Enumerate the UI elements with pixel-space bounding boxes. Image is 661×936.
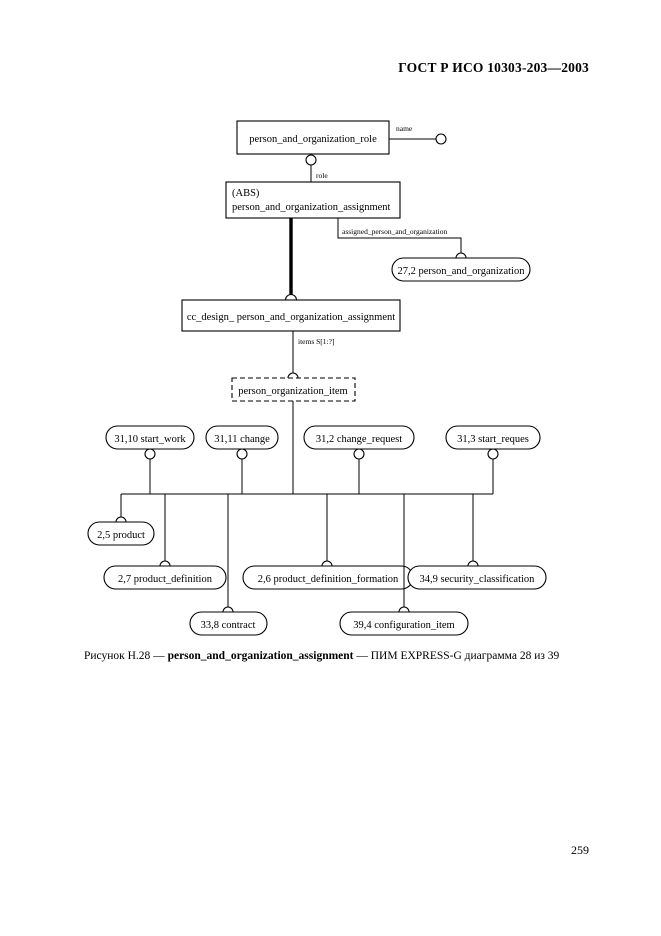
attribute-label: items S[1:?]: [298, 337, 334, 346]
supertype-subtype-relation: [284, 218, 298, 307]
page-number: 259: [571, 843, 589, 857]
entity-change-request[interactable]: 31,2 change_request: [303, 425, 415, 450]
caption-prefix: Рисунок Н.28 —: [84, 650, 168, 662]
connector-product-definition: [159, 494, 171, 572]
relation-role: role: [305, 154, 328, 182]
entity-label: 31,11 change: [214, 434, 270, 445]
connector-start-work: [144, 448, 156, 494]
caption-entity-name: person_and_organization_assignment: [167, 650, 354, 662]
attribute-label: assigned_person_and_organization: [342, 227, 448, 236]
entity-start-reques[interactable]: 31,3 start_reques: [445, 425, 541, 450]
entity-configuration-item[interactable]: 39,4 configuration_item: [339, 611, 469, 636]
document-header: ГОСТ Р ИСО 10303-203—2003: [398, 60, 589, 75]
figure-caption: Рисунок Н.28 — person_and_organization_a…: [84, 650, 559, 662]
entity-label: 2,6 product_definition_formation: [258, 574, 399, 585]
entity-label-abs: (ABS): [232, 188, 260, 199]
entity-security-classification[interactable]: 34,9 security_classification: [407, 565, 547, 590]
relation-assigned-person-and-organization: assigned_person_and_organization: [337, 218, 467, 264]
entity-product-definition-formation[interactable]: 2,6 product_definition_formation: [242, 565, 414, 590]
entity-label: person_organization_item: [238, 386, 347, 397]
entity-contract[interactable]: 33,8 contract: [189, 611, 268, 636]
entity-label: 39,4 configuration_item: [353, 620, 454, 631]
entity-product[interactable]: 2,5 product: [87, 521, 155, 546]
connector-configuration-item: [398, 494, 410, 618]
entity-person-and-organization-role[interactable]: person_and_organization_role: [236, 120, 390, 155]
entity-label: 31,2 change_request: [316, 434, 402, 445]
entity-label: 33,8 contract: [201, 620, 256, 631]
entity-label: 31,3 start_reques: [457, 434, 529, 445]
attribute-label: name: [396, 124, 413, 133]
caption-suffix: — ПИМ EXPRESS-G диаграмма 28 из 39: [353, 650, 560, 662]
connector-product-definition-formation: [321, 494, 333, 572]
entity-label: cc_design_ person_and_organization_assig…: [187, 312, 395, 323]
entity-label: person_and_organization_assignment: [232, 202, 391, 213]
entity-person-organization-item[interactable]: person_organization_item: [231, 377, 356, 402]
relation-items: items S[1:?]: [287, 331, 334, 384]
attribute-name: name: [389, 124, 447, 145]
entity-product-definition[interactable]: 2,7 product_definition: [103, 565, 227, 590]
express-g-diagram: person_and_organization_role name role (…: [87, 120, 547, 636]
connector-contract: [222, 494, 234, 618]
attribute-label: role: [316, 171, 328, 180]
connector-change: [236, 448, 248, 494]
entity-label: 2,7 product_definition: [118, 574, 213, 585]
connector-start-reques: [487, 448, 499, 494]
entity-label: 2,5 product: [97, 530, 145, 541]
entity-label: 34,9 security_classification: [420, 574, 536, 585]
entity-label: person_and_organization_role: [249, 134, 377, 145]
entity-change[interactable]: 31,11 change: [205, 425, 279, 450]
entity-cc-design-person-and-organization-assignment[interactable]: cc_design_ person_and_organization_assig…: [181, 299, 401, 332]
connector-change-request: [353, 448, 365, 494]
entity-start-work[interactable]: 31,10 start_work: [105, 425, 195, 450]
entity-label: 31,10 start_work: [114, 434, 186, 445]
entity-label: 27,2 person_and_organization: [398, 266, 526, 277]
connector-security-classification: [467, 494, 479, 572]
entity-person-and-organization[interactable]: 27,2 person_and_organization: [391, 257, 531, 282]
entity-person-and-organization-assignment[interactable]: (ABS) person_and_organization_assignment: [225, 181, 401, 219]
